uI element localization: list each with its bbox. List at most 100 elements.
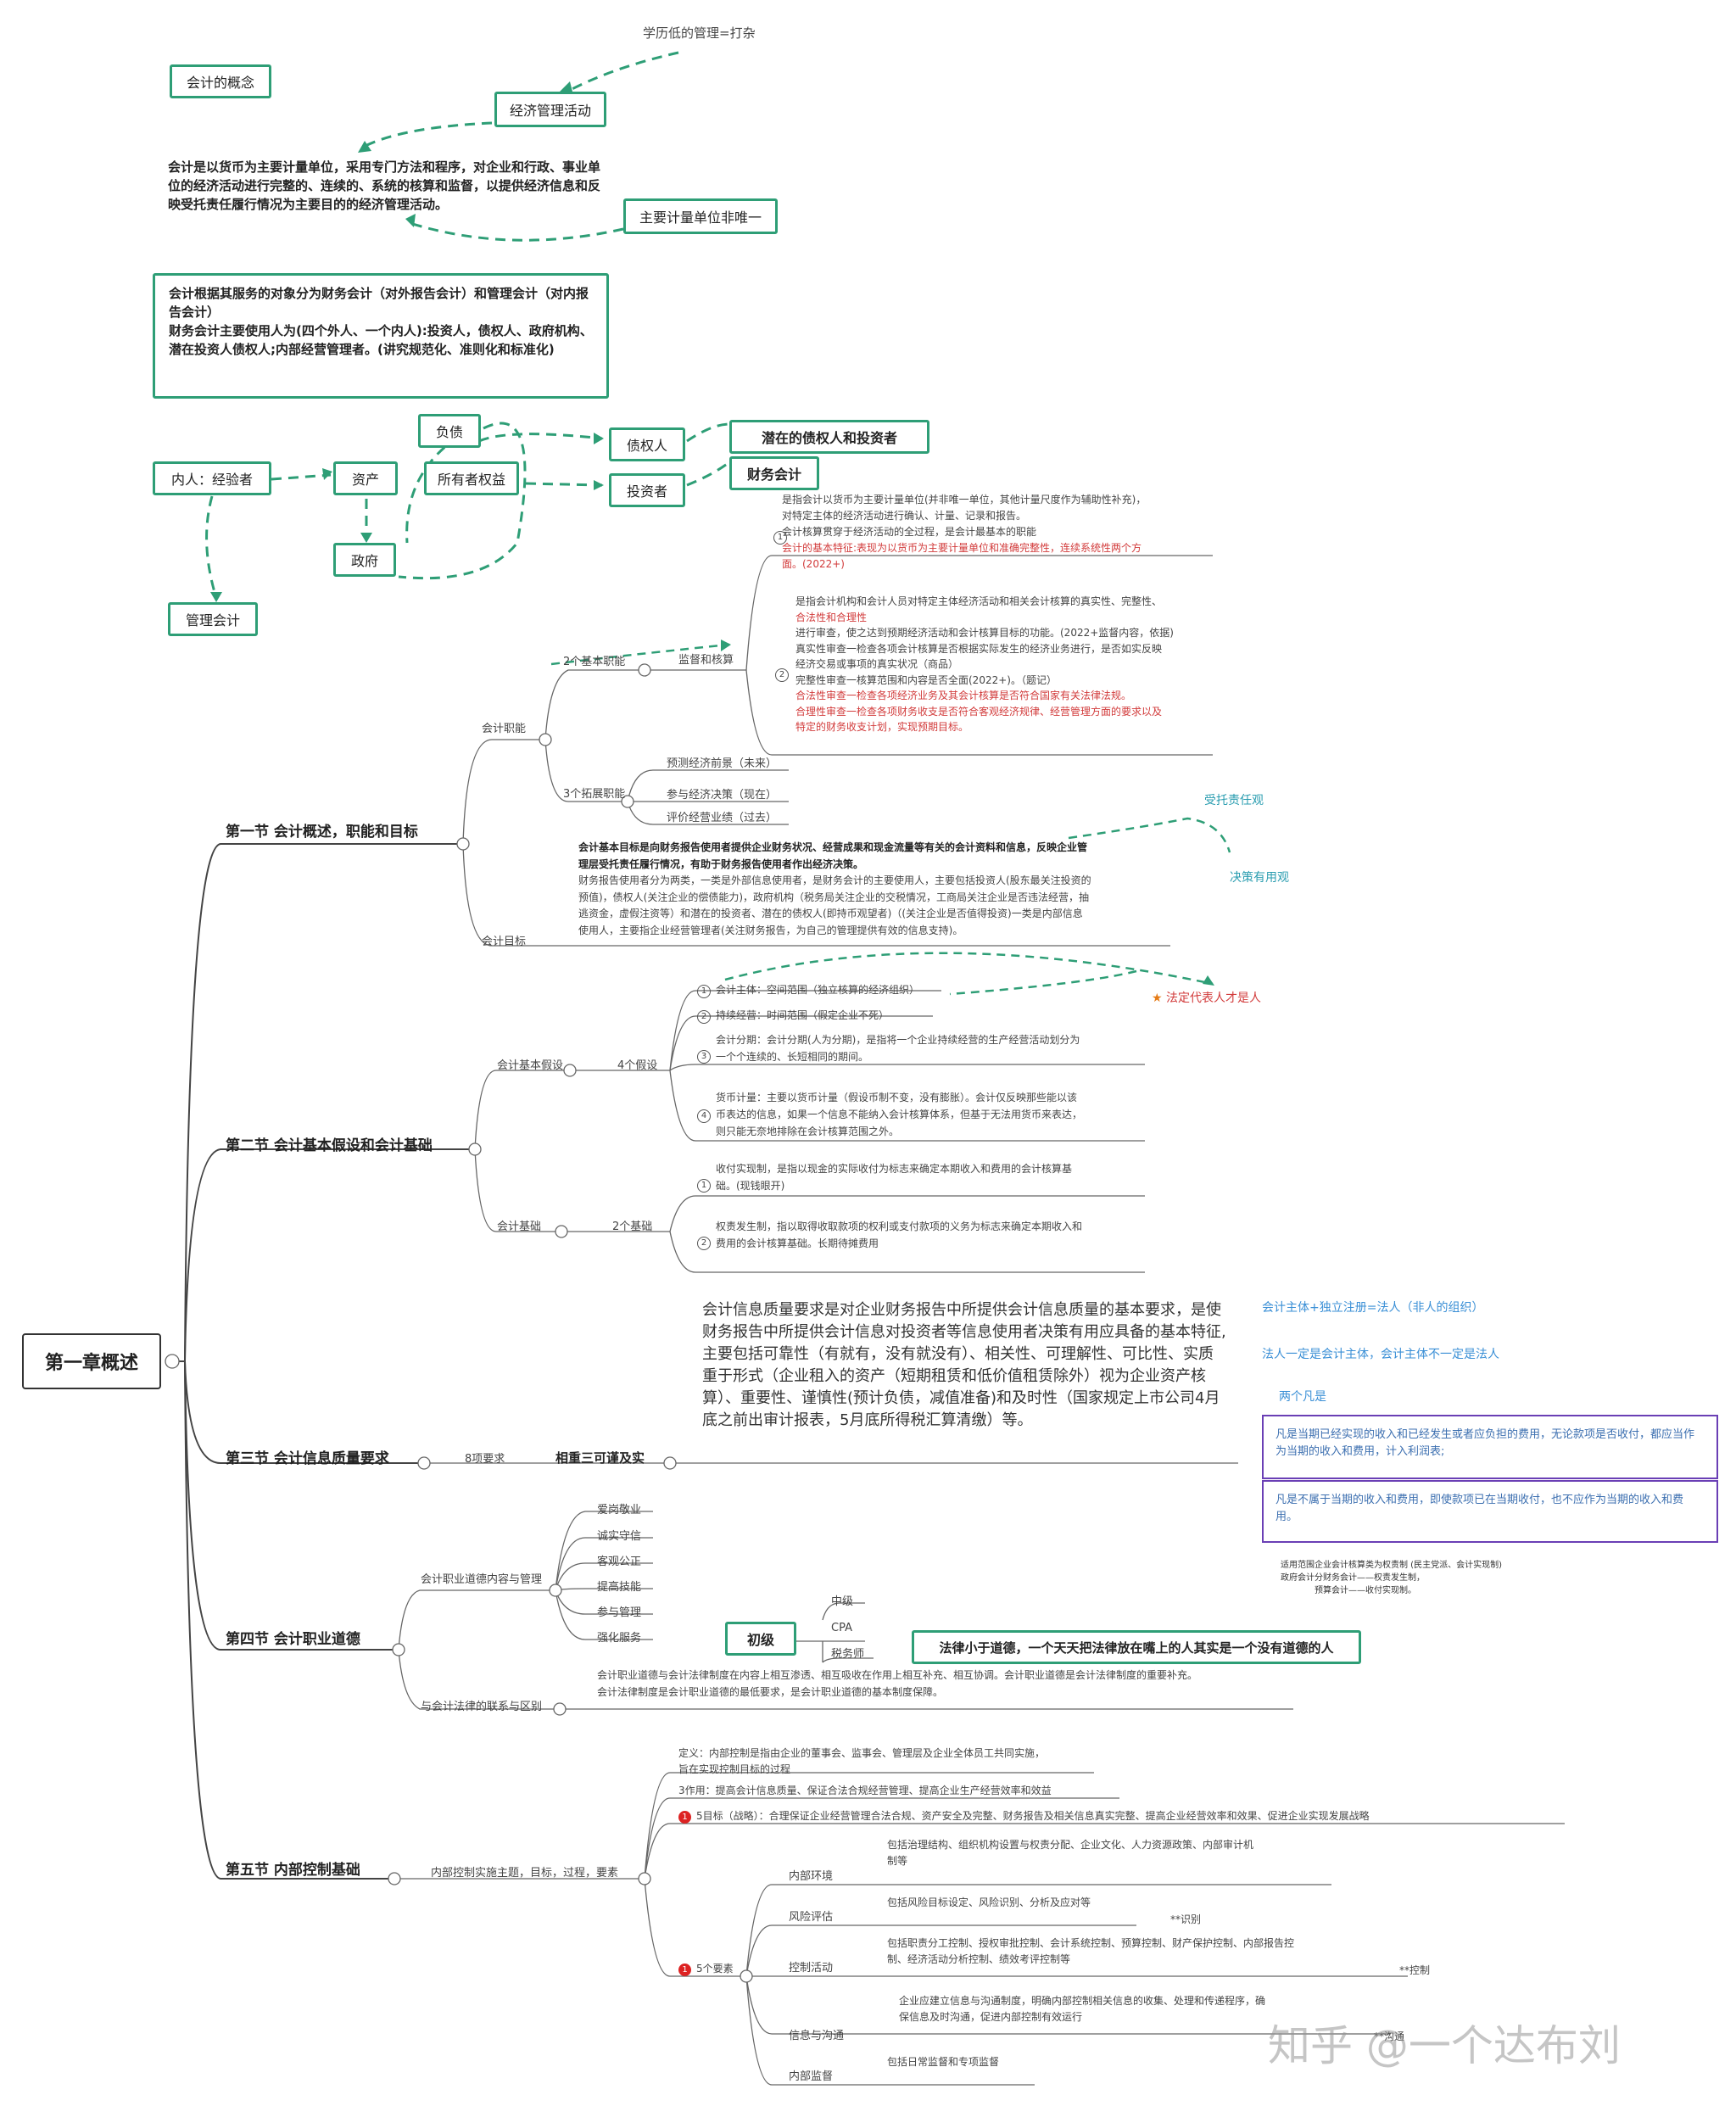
financial-accounting-box[interactable]: 财务会计 [729, 456, 819, 490]
right-note-1: 会计主体+独立注册=法人（非人的组织） [1262, 1301, 1484, 1315]
node-mnemonic[interactable]: 相重三可谨及实 [555, 1450, 645, 1466]
investor-box[interactable]: 投资者 [609, 473, 685, 507]
ethics-item-6[interactable]: 强化服务 [597, 1632, 642, 1645]
node-ethics-content[interactable]: 会计职业道德内容与管理 [421, 1573, 543, 1586]
classification-box[interactable]: 会计根据其服务的对象分为财务会计（对外报告会计）和管理会计（对内报告会计） 财务… [153, 273, 609, 399]
junior-box[interactable]: 初级 [725, 1622, 796, 1656]
basis-accrual[interactable]: 2 权责发生制，指以取得收取款项的权利或支付款项的义务为标志来确定本期收入和 费… [697, 1218, 1082, 1252]
section-5-heading[interactable]: 第五节 内部控制基础 [226, 1862, 360, 1879]
node-accounting-basis[interactable]: 会计基础 [497, 1221, 542, 1233]
basis-cash[interactable]: 1 收付实现制，是指以现金的实际收付为标志来确定本期收入和费用的会计核算基 础。… [697, 1160, 1072, 1194]
ext-evaluate[interactable]: 评价经营业绩（过去） [667, 812, 778, 824]
identify-note: **识别 [1170, 1913, 1202, 1925]
creditor-box[interactable]: 债权人 [609, 427, 685, 461]
a4-line-1: 货币计量：主要以货币计量（假设币制不变，没有膨胀）。会计仅反映那些能以该 [716, 1092, 1078, 1103]
level-cpa[interactable]: CPA [831, 1622, 852, 1634]
node-internal-control[interactable]: 内部控制实施主题，目标，过程，要素 [431, 1867, 619, 1880]
c1-line-5: 面。(2022+) [782, 558, 845, 570]
ext-predict[interactable]: 预测经济前景（未来） [667, 757, 778, 770]
info-line-2: 保信息及时沟通，促进内部控制有效运行 [899, 2011, 1083, 2023]
watermark: 知乎 @一个达布刘 [1268, 2021, 1621, 2070]
liability-box[interactable]: 负债 [418, 414, 481, 448]
ic-role[interactable]: 3作用：提高会计信息质量、保证合法合规经营管理、提高企业生产经营效率和效益 [678, 1785, 1052, 1796]
scope-line-1: 适用范围企业会计核算类为权责制 (民主党派、会计实现制) [1281, 1561, 1502, 1570]
c2-line-3: 进行审查，使之达到预期经济活动和会计核算目标的功能。(2022+监督内容，依据) [795, 627, 1174, 639]
level-tax[interactable]: 税务师 [831, 1648, 865, 1661]
owners-equity-box[interactable]: 所有者权益 [424, 461, 519, 495]
c2-line-4: 真实性审查一检查各项会计核算是否根据实际发生的经济业务进行，是否如实反映 [795, 642, 1163, 655]
node-goal[interactable]: 会计目标 [482, 936, 527, 948]
law-morality-box[interactable]: 法律小于道德，一个天天把法律放在嘴上的人其实是一个没有道德的人 [912, 1630, 1361, 1664]
ethics-item-2[interactable]: 诚实守信 [597, 1530, 642, 1543]
control-detail: 包括职责分工控制、授权审批控制、会计系统控制、预算控制、财产保护控制、内部报告控… [887, 1936, 1294, 1968]
ethics-item-3[interactable]: 客观公正 [597, 1556, 642, 1568]
element-monitor[interactable]: 内部监督 [789, 2070, 834, 2083]
top-note: 学历低的管理=打杂 [643, 25, 756, 41]
ethics-item-5[interactable]: 参与管理 [597, 1606, 642, 1619]
legal-person-note: ★ 法定代表人才是人 [1152, 991, 1261, 1006]
element-risk[interactable]: 风险评估 [789, 1911, 834, 1924]
ethics-item-1[interactable]: 爱岗敬业 [597, 1504, 642, 1517]
insider-box[interactable]: 内人：经验者 [153, 461, 271, 495]
section-3-heading[interactable]: 第三节 会计信息质量要求 [226, 1450, 389, 1467]
env-line-2: 制等 [887, 1855, 908, 1867]
node-extended-functions[interactable]: 3个拓展职能 [563, 788, 626, 801]
management-accounting-box[interactable]: 管理会计 [168, 602, 258, 636]
node-basic-assumption[interactable]: 会计基本假设 [497, 1059, 564, 1072]
a3-line-1: 会计分期：会计分期(人为分期)，是指将一个企业持续经营的生产经营活动划分为 [716, 1034, 1080, 1046]
concept-box[interactable]: 会计的概念 [170, 64, 271, 98]
ctrl-line-1: 包括职责分工控制、授权审批控制、会计系统控制、预算控制、财产保护控制、内部报告控 [887, 1937, 1295, 1949]
info-line-1: 企业应建立信息与沟通制度，明确内部控制相关信息的收集、处理和传递程序，确 [899, 1995, 1266, 2007]
ic-goal-text: 5目标（战略）：合理保证企业经营管理合法合规、资产安全及完整、财务报告及相关信息… [696, 1810, 1370, 1822]
risk-detail: 包括风险目标设定、风险识别、分析及应对等 [887, 1897, 1091, 1908]
c2-line-6: 完整性审查一核算范围和内容是否全面(2022+)。（题记） [795, 673, 1057, 686]
c1-line-1: 是指会计以货币为主要计量单位(并非唯一单位，其他计量尺度作为辅助性补充)， [782, 494, 1147, 506]
b2-line-2: 费用的会计核算基础。长期待摊费用 [716, 1237, 879, 1249]
level-intermediate[interactable]: 中级 [831, 1595, 854, 1608]
section-4-heading[interactable]: 第四节 会计职业道德 [226, 1631, 360, 1648]
section-2-heading[interactable]: 第二节 会计基本假设和会计基础 [226, 1137, 433, 1154]
assumption-3[interactable]: 3 会计分期：会计分期(人为分期)，是指将一个企业持续经营的生产经营活动划分为 … [697, 1031, 1080, 1065]
node-function[interactable]: 会计职能 [482, 723, 527, 735]
c1-line-4: 会计的基本特征:表现为以货币为主要计量单位和准确完整性，连续系统性两个方 [782, 542, 1142, 554]
node-law-relation[interactable]: 与会计法律的联系与区别 [421, 1701, 543, 1713]
main-unit-box[interactable]: 主要计量单位非唯一 [623, 198, 778, 234]
government-box[interactable]: 政府 [333, 543, 396, 577]
node-supervise[interactable]: 监督和核算 [678, 654, 734, 667]
decision-view: 决策有用观 [1230, 871, 1289, 885]
c2-line-1: 是指会计机构和会计人员对特定主体经济活动和相关会计核算的真实性、完整性、 [795, 595, 1163, 607]
node-basic-functions[interactable]: 2个基本职能 [563, 656, 626, 668]
node-eight-requirements[interactable]: 8项要求 [465, 1453, 505, 1466]
right-note-2: 法人一定是会计主体，会计主体不一定是法人 [1262, 1348, 1499, 1361]
assumption-4[interactable]: 4 货币计量：主要以货币计量（假设币制不变，没有膨胀）。会计仅反映那些能以该 币… [697, 1089, 1082, 1140]
star-icon: ★ [1152, 992, 1163, 1005]
legal-person-text: 法定代表人才是人 [1166, 992, 1262, 1005]
env-line-1: 包括治理结构、组织机构设置与权责分配、企业文化、人力资源政策、内部审计机 [887, 1839, 1254, 1851]
goal-line-3: 财务报告使用者分为两类，一类是外部信息使用者，是财务会计的主要使用人，主要包括投… [578, 874, 1091, 886]
center-node[interactable]: 第一章概述 [22, 1333, 161, 1389]
accounting-definition: 会计是以货币为主要计量单位，采用专门方法和程序，对企业和行政、事业单位的经济活动… [168, 159, 601, 212]
ctrl-line-2: 制、经济活动分析控制、绩效考评控制等 [887, 1953, 1071, 1965]
element-info[interactable]: 信息与沟通 [789, 2030, 845, 2042]
ethics-item-4[interactable]: 提高技能 [597, 1581, 642, 1594]
node-two-bases[interactable]: 2个基础 [612, 1221, 653, 1233]
principle-box-2[interactable]: 凡是不属于当期的收入和费用，即使款项已在当期收付，也不应作为当期的收入和费用。 [1262, 1480, 1718, 1543]
econ-management-box[interactable]: 经济管理活动 [494, 92, 606, 127]
c2-line-5: 经济交易或事项的真实状况（商品） [795, 658, 959, 670]
element-environment[interactable]: 内部环境 [789, 1870, 834, 1883]
c1-line-2: 对特定主体的经济活动进行确认、计量、记录和报告。 [782, 510, 1027, 522]
element-control[interactable]: 控制活动 [789, 1962, 834, 1975]
potential-box[interactable]: 潜在的债权人和投资者 [729, 420, 929, 454]
ic-definition: 定义：内部控制是指由企业的董事会、监事会、管理层及企业全体员工共同实施， 旨在实… [678, 1746, 1045, 1778]
b1-line-1: 收付实现制，是指以现金的实际收付为标志来确定本期收入和费用的会计核算基 [716, 1163, 1073, 1175]
section-1-heading[interactable]: 第一节 会计概述，职能和目标 [226, 824, 418, 841]
def-line-2: 旨在实现控制目标的过程 [678, 1763, 791, 1775]
ext-participate[interactable]: 参与经济决策（现在） [667, 789, 778, 802]
principle-box-1[interactable]: 凡是当期已经实现的收入和已经发生或者应负担的费用，无论款项是否收付，都应当作为当… [1262, 1415, 1718, 1479]
node-four-assumptions[interactable]: 4个假设 [617, 1059, 658, 1072]
asset-box[interactable]: 资产 [333, 461, 398, 495]
